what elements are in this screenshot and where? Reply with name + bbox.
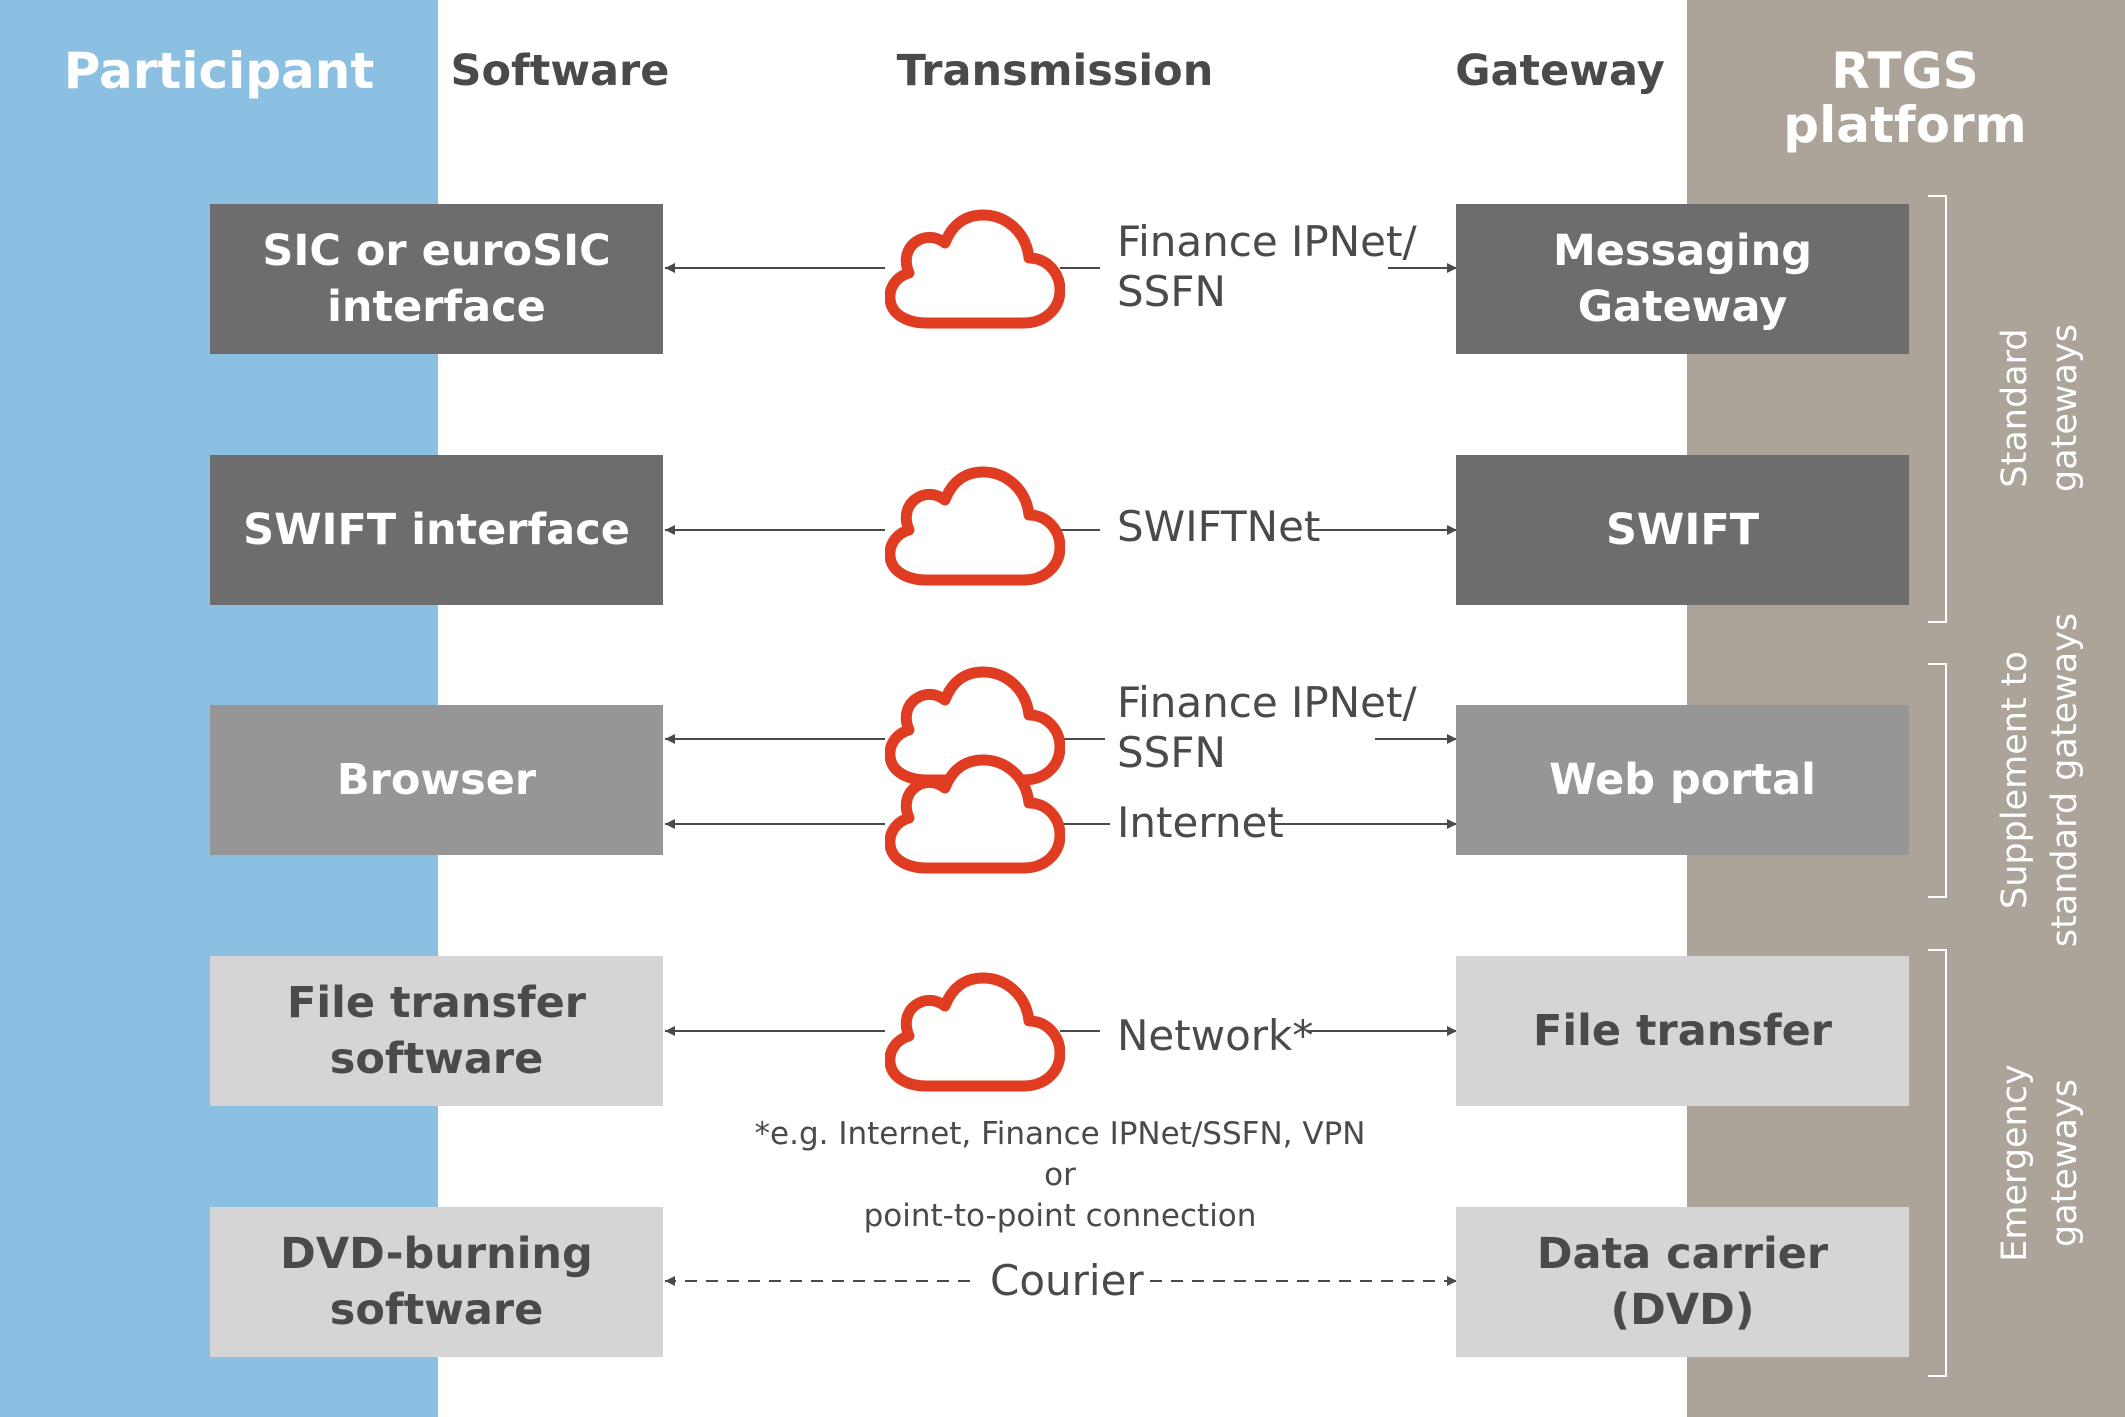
gateway-box-data-carrier: Data carrier (DVD) — [1456, 1207, 1909, 1357]
box-label: Browser — [336, 755, 537, 805]
column-heading-transmission: Transmission — [896, 46, 1214, 96]
network-label-row4: Network* — [1117, 1011, 1314, 1060]
software-box-browser: Browser — [210, 705, 663, 855]
category-label-emergency: Emergency gateways — [1995, 1064, 2085, 1262]
bracket-standard — [1928, 195, 1947, 623]
box-label: File transfer — [1532, 1006, 1833, 1056]
cloud-icon — [890, 215, 1060, 323]
box-label: SIC or euroSIC interface — [262, 226, 611, 332]
gateway-box-file-transfer: File transfer — [1456, 956, 1909, 1106]
gateway-box-messaging: Messaging Gateway — [1456, 204, 1909, 354]
network-label-row1: Finance IPNet/ SSFN — [1117, 217, 1417, 316]
network-footnote: *e.g. Internet, Finance IPNet/SSFN, VPN … — [754, 1116, 1366, 1234]
network-label-row2: SWIFTNet — [1117, 502, 1321, 551]
network-label-row3: Finance IPNet/ SSFN — [1117, 678, 1417, 777]
column-heading-rtgs-platform: RTGS platform — [1783, 42, 2027, 154]
box-label: Web portal — [1549, 755, 1816, 805]
gateway-box-web-portal: Web portal — [1456, 705, 1909, 855]
bracket-emergency — [1928, 949, 1947, 1377]
column-heading-gateway: Gateway — [1455, 46, 1665, 96]
cloud-icon — [890, 472, 1060, 580]
box-label: File transfer software — [286, 978, 587, 1084]
box-label: Data carrier (DVD) — [1536, 1229, 1829, 1335]
box-label: SWIFT interface — [243, 505, 630, 555]
category-label-standard: Standard gateways — [1995, 324, 2085, 492]
network-label-row3-internet: Internet — [1117, 798, 1284, 847]
gateway-box-swift: SWIFT — [1456, 455, 1909, 605]
software-box-swift: SWIFT interface — [210, 455, 663, 605]
column-heading-participant: Participant — [63, 42, 375, 100]
network-label-courier: Courier — [990, 1256, 1144, 1305]
category-label-supplement: Supplement to standard gateways — [1995, 612, 2085, 948]
bracket-supplement — [1928, 663, 1947, 898]
box-label: Messaging Gateway — [1552, 226, 1813, 332]
box-label: SWIFT — [1605, 505, 1760, 555]
cloud-icon — [890, 978, 1060, 1086]
software-box-file-transfer: File transfer software — [210, 956, 663, 1106]
software-box-dvd-burning: DVD-burning software — [210, 1207, 663, 1357]
box-label: DVD-burning software — [280, 1229, 593, 1335]
column-heading-software: Software — [450, 46, 670, 96]
software-box-sic: SIC or euroSIC interface — [210, 204, 663, 354]
